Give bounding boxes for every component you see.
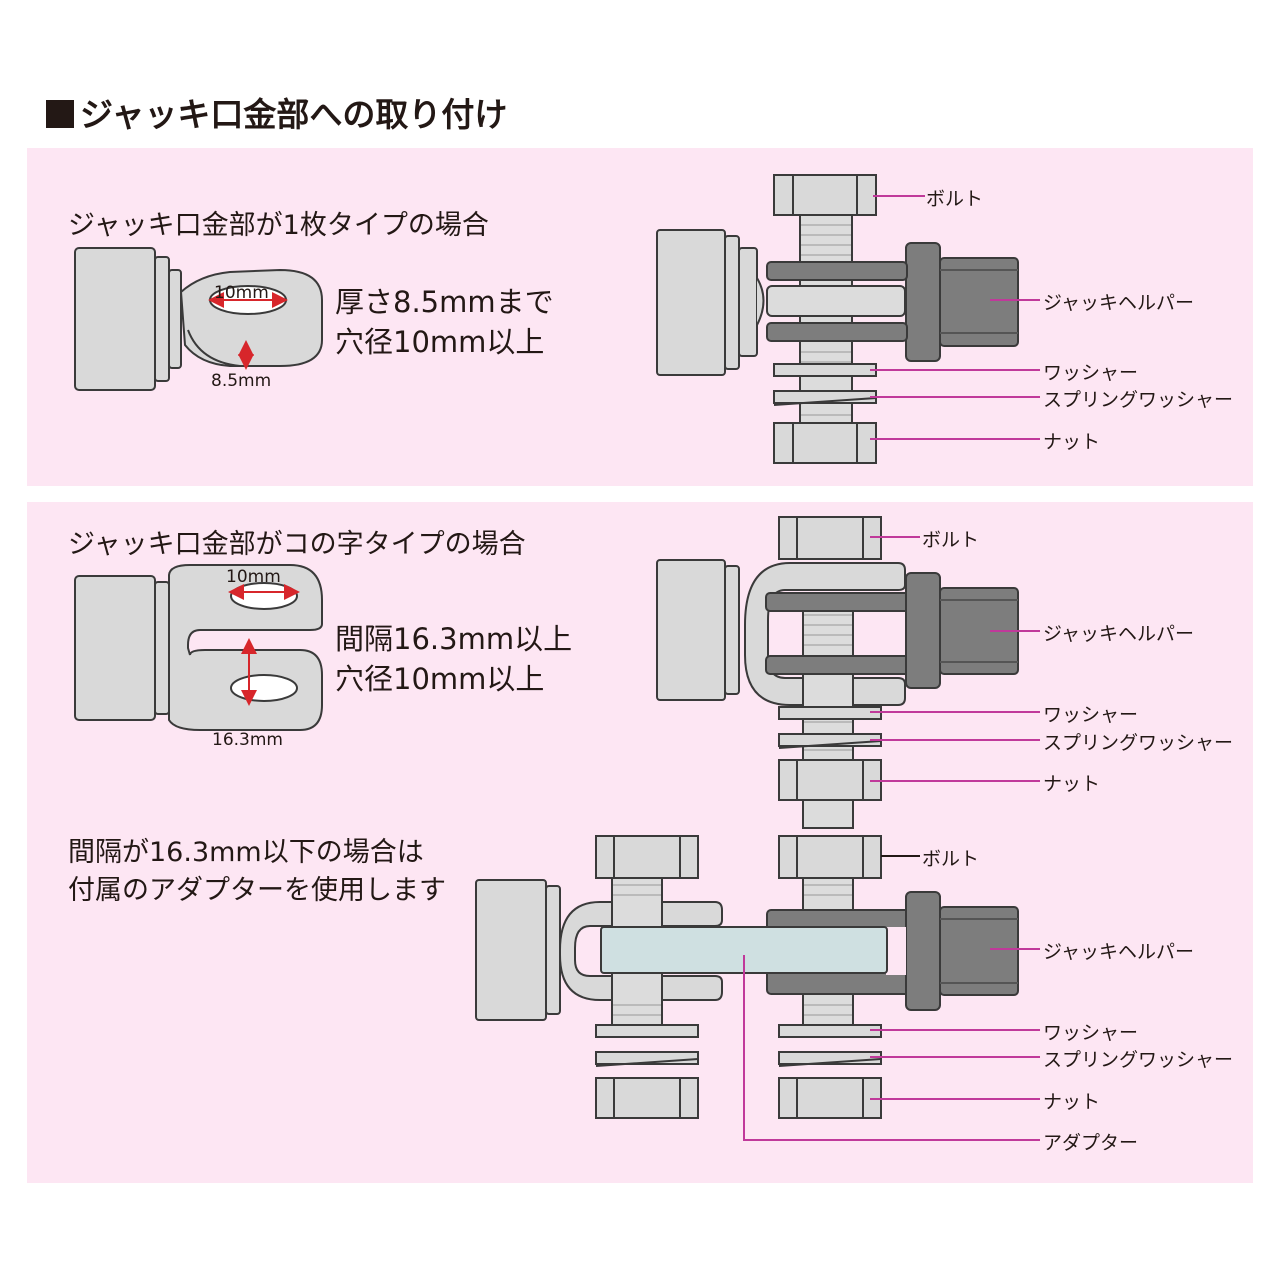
section2-spec-hole: 穴径10mm以上 — [335, 662, 545, 696]
section2-heading: ジャッキ口金部がコの字タイプの場合 — [68, 529, 526, 560]
section2-spec-gap: 間隔16.3mm以上 — [335, 622, 573, 656]
section1-spec-thickness: 厚さ8.5mmまで — [335, 285, 554, 319]
single-plate-illustration — [74, 247, 323, 391]
label-adapter: アダプター — [1043, 1132, 1139, 1154]
page-title-text: ジャッキ口金部への取り付け — [80, 95, 508, 134]
section3-note-line2: 付属のアダプターを使用します — [68, 875, 446, 906]
single-plate-assembly — [656, 174, 1019, 464]
label-washer: ワッシャー — [1043, 362, 1139, 384]
label-washer: ワッシャー — [1043, 1022, 1139, 1044]
page-title: ジャッキ口金部への取り付け — [46, 88, 507, 136]
section2-dim-gap: 16.3mm — [212, 730, 283, 750]
section1-spec-hole: 穴径10mm以上 — [335, 325, 545, 359]
leader-lines — [743, 195, 1040, 1141]
label-spring-washer: スプリングワッシャー — [1043, 732, 1234, 754]
adapter-assembly — [475, 835, 1019, 1119]
section1-dim-thickness: 8.5mm — [211, 371, 272, 391]
label-spring-washer: スプリングワッシャー — [1043, 1049, 1234, 1071]
label-washer: ワッシャー — [1043, 704, 1139, 726]
label-spring-washer: スプリングワッシャー — [1043, 389, 1234, 411]
section1-heading: ジャッキ口金部が1枚タイプの場合 — [68, 210, 489, 241]
label-jack-helper: ジャッキヘルパー — [1043, 292, 1195, 314]
label-jack-helper: ジャッキヘルパー — [1043, 623, 1195, 645]
label-nut: ナット — [1043, 773, 1101, 795]
u-shape-assembly — [656, 516, 1019, 829]
section1-dim-hole: 10mm — [214, 283, 269, 303]
label-bolt: ボルト — [922, 848, 980, 870]
label-nut: ナット — [1043, 431, 1101, 453]
label-jack-helper: ジャッキヘルパー — [1043, 941, 1195, 963]
square-bullet-icon — [46, 100, 74, 128]
label-nut: ナット — [1043, 1091, 1101, 1113]
section2-dim-hole: 10mm — [226, 567, 281, 587]
label-bolt: ボルト — [926, 188, 984, 210]
section3-note-line1: 間隔が16.3mm以下の場合は — [68, 837, 424, 868]
u-shape-illustration — [74, 564, 323, 731]
label-bolt: ボルト — [922, 529, 980, 551]
